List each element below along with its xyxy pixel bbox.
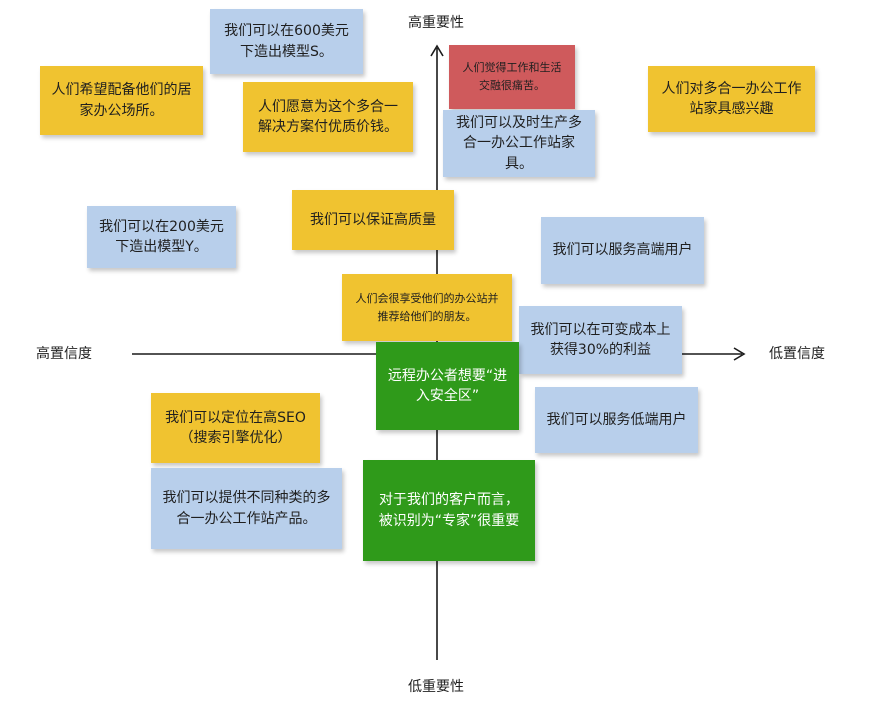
sticky-note[interactable]: 我们可以保证高质量 bbox=[292, 190, 454, 250]
sticky-note[interactable]: 对于我们的客户而言，被识别为“专家”很重要 bbox=[363, 460, 535, 561]
sticky-note-text: 人们希望配备他们的居家办公场所。 bbox=[51, 82, 192, 119]
sticky-note-text: 我们可以在200美元下造出模型Y。 bbox=[99, 218, 224, 255]
sticky-note[interactable]: 我们可以在200美元下造出模型Y。 bbox=[87, 206, 236, 268]
sticky-note[interactable]: 人们觉得工作和生活交融很痛苦。 bbox=[449, 45, 575, 109]
sticky-note-text: 人们觉得工作和生活交融很痛苦。 bbox=[462, 61, 562, 92]
sticky-note[interactable]: 人们对多合一办公工作站家具感兴趣 bbox=[648, 66, 815, 132]
sticky-note-text: 我们可以在可变成本上获得30%的利益 bbox=[530, 321, 671, 358]
sticky-note[interactable]: 我们可以服务低端用户 bbox=[535, 387, 698, 453]
sticky-note-text: 我们可以保证高质量 bbox=[310, 211, 436, 228]
sticky-note-text: 远程办公者想要“进入安全区” bbox=[387, 367, 508, 404]
sticky-note[interactable]: 我们可以及时生产多合一办公工作站家具。 bbox=[443, 110, 595, 177]
axis-label-low-importance: 低重要性 bbox=[408, 679, 464, 695]
sticky-note-text: 我们可以在600美元下造出模型S。 bbox=[224, 23, 349, 60]
sticky-note-text: 我们可以提供不同种类的多合一办公工作站产品。 bbox=[162, 490, 331, 527]
sticky-note[interactable]: 人们希望配备他们的居家办公场所。 bbox=[40, 66, 203, 135]
sticky-note-text: 人们对多合一办公工作站家具感兴趣 bbox=[661, 80, 802, 117]
horizontal-axis-arrowhead bbox=[733, 347, 746, 361]
sticky-note[interactable]: 人们愿意为这个多合一解决方案付优质价钱。 bbox=[243, 82, 413, 152]
sticky-note[interactable]: 远程办公者想要“进入安全区” bbox=[376, 342, 519, 430]
axis-label-high-importance: 高重要性 bbox=[408, 15, 464, 31]
sticky-note[interactable]: 我们可以提供不同种类的多合一办公工作站产品。 bbox=[151, 468, 342, 549]
sticky-note[interactable]: 我们可以定位在高SEO（搜索引擎优化） bbox=[151, 393, 320, 463]
sticky-note-text: 对于我们的客户而言，被识别为“专家”很重要 bbox=[378, 492, 520, 529]
sticky-note[interactable]: 我们可以在600美元下造出模型S。 bbox=[210, 9, 363, 74]
sticky-note[interactable]: 我们可以服务高端用户 bbox=[541, 217, 704, 284]
sticky-note-text: 我们可以服务高端用户 bbox=[552, 242, 693, 259]
sticky-note-text: 人们会很享受他们的办公站并推荐给他们的朋友。 bbox=[355, 291, 499, 323]
sticky-note-text: 我们可以服务低端用户 bbox=[546, 411, 687, 428]
sticky-note-text: 我们可以定位在高SEO（搜索引擎优化） bbox=[165, 409, 306, 446]
sticky-note[interactable]: 人们会很享受他们的办公站并推荐给他们的朋友。 bbox=[342, 274, 512, 341]
axis-label-high-confidence: 高置信度 bbox=[36, 346, 92, 362]
vertical-axis-arrowhead bbox=[430, 44, 444, 57]
sticky-note-text: 我们可以及时生产多合一办公工作站家具。 bbox=[456, 115, 582, 172]
sticky-note[interactable]: 我们可以在可变成本上获得30%的利益 bbox=[519, 306, 682, 374]
axis-label-low-confidence: 低置信度 bbox=[769, 346, 825, 362]
sticky-note-text: 人们愿意为这个多合一解决方案付优质价钱。 bbox=[258, 98, 398, 135]
